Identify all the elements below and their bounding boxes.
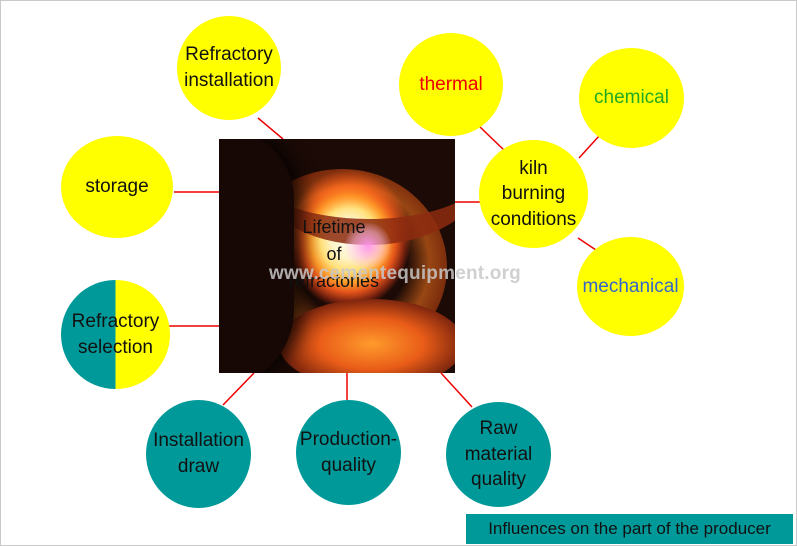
kiln-shadow bbox=[219, 139, 294, 373]
watermark-text: www.cementequipment.org bbox=[269, 263, 521, 284]
node-chemical: chemical bbox=[579, 48, 684, 148]
node-refractory-installation: Refractory installation bbox=[177, 16, 281, 120]
node-production-quality: Production- quality bbox=[296, 400, 401, 505]
node-mechanical: mechanical bbox=[577, 237, 684, 336]
node-refractory-selection: Refractory selection bbox=[61, 280, 170, 389]
connector-chemical bbox=[578, 134, 601, 159]
node-thermal: thermal bbox=[399, 33, 503, 136]
kiln-photo bbox=[219, 139, 455, 373]
kiln-flame-spot bbox=[345, 223, 391, 269]
node-installation-draw: Installation draw bbox=[146, 400, 251, 508]
node-raw-material-quality: Raw material quality bbox=[446, 402, 551, 507]
connector-thermal bbox=[479, 126, 506, 152]
caption-box: Influences on the part of the producer bbox=[466, 514, 793, 544]
connector-raw-material bbox=[440, 372, 473, 408]
kiln-bottom-glow bbox=[279, 299, 455, 373]
connector-installation bbox=[257, 117, 284, 140]
connector-mechanical bbox=[577, 237, 597, 251]
connector-installation-draw bbox=[222, 372, 255, 406]
node-kiln-burning-conditions: kiln burning conditions bbox=[479, 140, 588, 248]
center-label: Lifetime of refractories bbox=[288, 217, 380, 291]
node-storage: storage bbox=[61, 136, 173, 238]
